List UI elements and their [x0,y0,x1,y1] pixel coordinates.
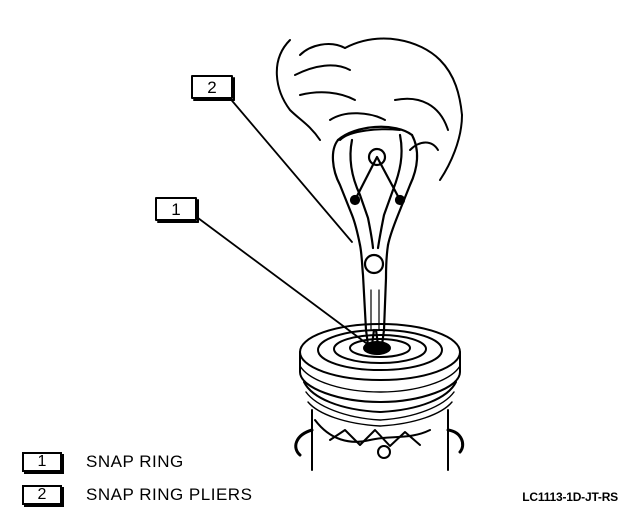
callout-2-number: 2 [207,78,216,97]
legend-number-box: 2 [22,485,62,505]
figure-code: LC1113-1D-JT-RS [522,490,618,504]
legend-label: SNAP RING [86,452,184,471]
legend-item-snap-ring: 1 SNAP RING [22,452,184,472]
leader-line-1 [197,217,367,344]
callout-1 [155,197,199,223]
hand-illustration [275,37,463,181]
compressor-clutch [294,323,465,471]
snap-ring-pliers [331,125,419,347]
leader-line-2 [227,95,353,243]
callout-1-number: 1 [171,200,180,219]
legend-label: SNAP RING PLIERS [86,485,253,504]
legend-number-box: 1 [22,452,62,472]
callout-2 [191,75,235,101]
legend-item-snap-ring-pliers: 2 SNAP RING PLIERS [22,485,252,505]
